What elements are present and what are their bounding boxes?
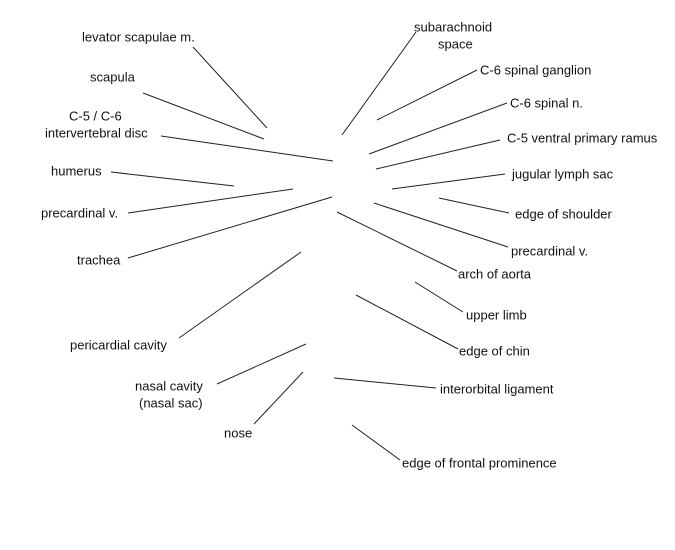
- leader-levator: [192, 46, 268, 129]
- leader-aorta: [336, 211, 458, 272]
- leader-interorbital: [333, 377, 437, 389]
- leader-pericardial: [178, 251, 302, 339]
- leader-frontal: [351, 424, 401, 461]
- label-pericardial: pericardial cavity: [70, 337, 167, 353]
- leader-spinal-n: [368, 102, 508, 155]
- leader-scapula: [142, 92, 265, 140]
- label-ventral: C-5 ventral primary ramus: [507, 130, 658, 146]
- label-chin: edge of chin: [459, 343, 530, 359]
- label-precardinal-left: precardinal v.: [41, 205, 119, 221]
- leader-ganglion: [376, 69, 478, 121]
- leader-nasal: [216, 343, 307, 385]
- leader-nose: [253, 371, 304, 425]
- leader-ventral: [375, 139, 501, 170]
- leader-disc: [160, 135, 334, 162]
- label-nose: nose: [224, 425, 253, 441]
- leader-jugular: [391, 173, 506, 190]
- label-nasal-line2: (nasal sac): [139, 395, 203, 411]
- label-subarachnoid-line2: space: [438, 36, 473, 52]
- label-ganglion: C-6 spinal ganglion: [480, 62, 592, 78]
- label-humerus: humerus: [51, 163, 102, 179]
- label-subarachnoid-line1: subarachnoid: [414, 19, 493, 35]
- label-trachea: trachea: [77, 252, 121, 268]
- label-levator: levator scapulae m.: [82, 29, 195, 45]
- label-aorta: arch of aorta: [458, 266, 531, 282]
- label-interorbital: interorbital ligament: [440, 381, 554, 397]
- leader-chin: [355, 294, 459, 350]
- label-shoulder: edge of shoulder: [515, 206, 612, 222]
- leader-precardinal-left: [127, 188, 294, 214]
- leader-subarachnoid: [341, 31, 417, 136]
- label-precardinal-right: precardinal v.: [511, 243, 589, 259]
- leader-precardinal-right: [373, 202, 509, 248]
- label-nasal-line1: nasal cavity: [135, 378, 203, 394]
- label-frontal: edge of frontal prominence: [402, 455, 557, 471]
- leader-humerus: [110, 171, 235, 187]
- label-upper-limb: upper limb: [466, 307, 527, 323]
- leader-trachea: [127, 196, 333, 259]
- leader-upper-limb: [414, 281, 464, 313]
- label-spinal-n: C-6 spinal n.: [510, 95, 583, 111]
- leader-shoulder: [438, 197, 510, 214]
- label-disc-line1: C-5 / C-6: [69, 108, 122, 124]
- label-scapula: scapula: [90, 69, 135, 85]
- label-jugular: jugular lymph sac: [512, 166, 614, 182]
- label-disc-line2: intervertebral disc: [45, 125, 148, 141]
